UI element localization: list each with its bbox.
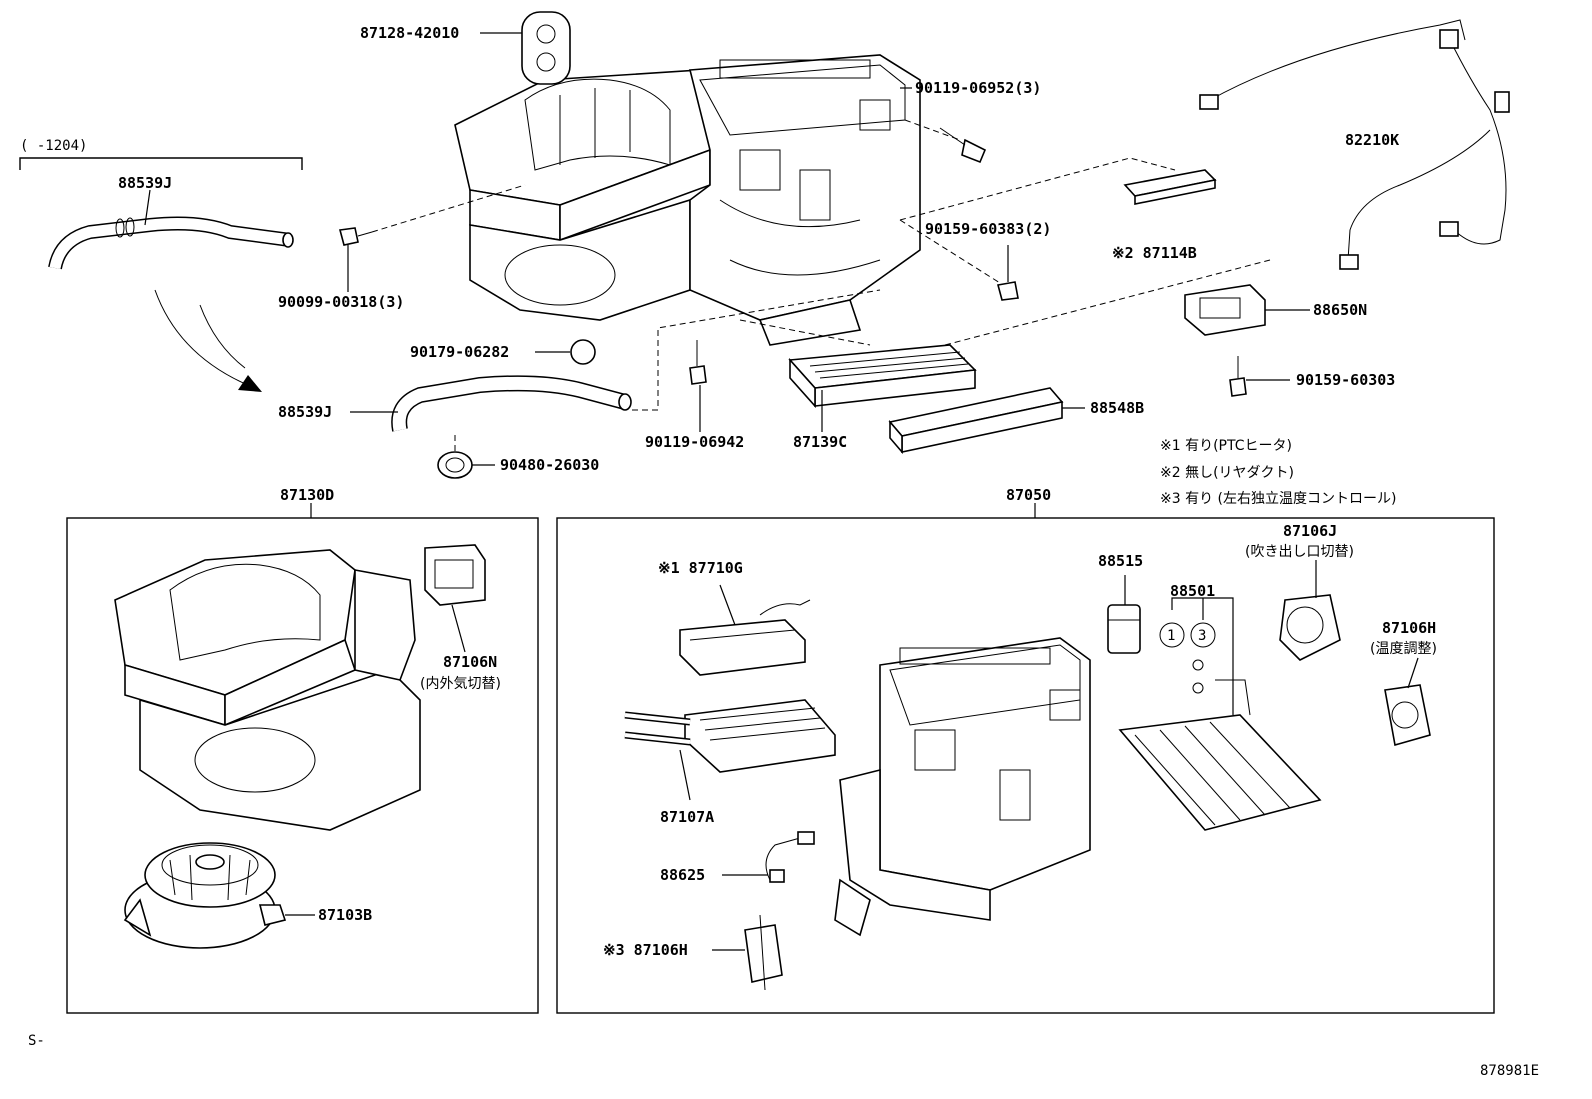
circle-marker-3 xyxy=(1190,622,1216,648)
label-90179-06282: 90179-06282 xyxy=(410,343,509,361)
screw-icon xyxy=(338,227,373,246)
servo-motor-87106j-illustration xyxy=(1279,594,1341,661)
label-87106j-desc: (吹き出し口切替) xyxy=(1245,544,1354,560)
dashed-guide xyxy=(371,184,526,233)
screw-icon xyxy=(997,281,1019,301)
leader-line xyxy=(144,189,151,226)
ptc-heater-87710g-illustration xyxy=(679,599,811,676)
hvac-case-87050-illustration xyxy=(834,637,1091,937)
label-88548b: 88548B xyxy=(1090,399,1144,417)
servo-motor-87106n-illustration xyxy=(424,544,486,606)
label-87103b: 87103B xyxy=(318,906,372,924)
filter-cover-88548b-illustration xyxy=(888,387,1064,455)
label-87106h-right: 87106H xyxy=(1382,619,1436,637)
leader-line xyxy=(719,584,736,626)
assembly-87050-box xyxy=(556,517,1495,1014)
hose-88539j-mid-illustration xyxy=(391,375,632,432)
heater-core-87107a-illustration xyxy=(624,699,836,773)
label-90480-26030: 90480-26030 xyxy=(500,456,599,474)
leader-line xyxy=(451,604,466,653)
screw-icon xyxy=(689,340,707,385)
label-90159-60303: 90159-60303 xyxy=(1296,371,1395,389)
leader-line xyxy=(679,749,691,801)
label-87106h-left: ※3 87106H xyxy=(603,941,688,959)
blower-case-illustration xyxy=(114,549,421,831)
label-87106n: 87106N xyxy=(443,653,497,671)
label-87050: 87050 xyxy=(1006,486,1051,504)
circle-label-1: 1 xyxy=(1167,628,1175,644)
note-3: ※3 有り (左右独立温度コントロール) xyxy=(1160,491,1396,507)
dashed-guide xyxy=(944,259,1271,346)
label-87106h-desc: (温度調整) xyxy=(1370,641,1437,657)
air-filter-87139c-illustration xyxy=(788,344,977,409)
note-1: ※1 有り(PTCヒータ) xyxy=(1160,438,1292,454)
hose-88539j-top-illustration xyxy=(48,216,294,270)
nut-icon xyxy=(570,339,596,365)
circle-marker-1 xyxy=(1159,622,1185,648)
label-87139c: 87139C xyxy=(793,433,847,451)
note-2: ※2 無し(リヤダクト) xyxy=(1160,465,1294,481)
sensor-88625-illustration xyxy=(765,831,815,883)
screw-icon xyxy=(1229,356,1247,397)
label-87106j: 87106J xyxy=(1283,522,1337,540)
hvac-assembly-illustration xyxy=(454,54,921,346)
label-range: ( -1204) xyxy=(20,138,87,154)
grommet-icon xyxy=(437,451,473,479)
dashed-guide xyxy=(739,319,871,346)
label-90159-60383: 90159-60383(2) xyxy=(925,220,1051,238)
dashed-guide xyxy=(632,289,881,411)
arrow-icon xyxy=(154,289,262,392)
label-87107a: 87107A xyxy=(660,808,714,826)
screw-icon xyxy=(939,127,987,164)
label-88650n: 88650N xyxy=(1313,301,1367,319)
duct-87114b-illustration xyxy=(1123,169,1217,205)
label-88501: 88501 xyxy=(1170,582,1215,600)
expansion-valve-88515-illustration xyxy=(1107,604,1141,654)
label-88515: 88515 xyxy=(1098,552,1143,570)
servo-motor-87106h-right-illustration xyxy=(1384,684,1431,747)
servo-motor-88650n-illustration xyxy=(1184,284,1266,336)
date-range-bracket xyxy=(19,157,303,170)
diagram-id: 878981E xyxy=(1480,1063,1539,1079)
grommet-87128-illustration xyxy=(521,11,571,85)
label-82210k: 82210K xyxy=(1345,131,1399,149)
label-90119-06952: 90119-06952(3) xyxy=(915,79,1041,97)
label-87710g: ※1 87710G xyxy=(658,559,743,577)
evaporator-88501-illustration xyxy=(1118,659,1322,831)
blower-motor-87103b-illustration xyxy=(123,842,287,949)
servo-motor-87106h-left-illustration xyxy=(744,914,783,991)
label-90099-00318: 90099-00318(3) xyxy=(278,293,404,311)
label-88625: 88625 xyxy=(660,866,705,884)
label-90119-06942: 90119-06942 xyxy=(645,433,744,451)
label-88539j-mid: 88539J xyxy=(278,403,332,421)
leader-line xyxy=(1407,657,1419,689)
circle-label-3: 3 xyxy=(1198,628,1206,644)
label-87106n-desc: (内外気切替) xyxy=(420,676,501,692)
label-88539j-top: 88539J xyxy=(118,174,172,192)
label-87130d: 87130D xyxy=(280,486,334,504)
wire-harness-82210k-illustration xyxy=(1199,19,1510,270)
label-87114b: ※2 87114B xyxy=(1112,244,1197,262)
footer-left: S- xyxy=(28,1033,45,1049)
label-87128-42010: 87128-42010 xyxy=(360,24,459,42)
assembly-87130d-box xyxy=(66,517,539,1014)
